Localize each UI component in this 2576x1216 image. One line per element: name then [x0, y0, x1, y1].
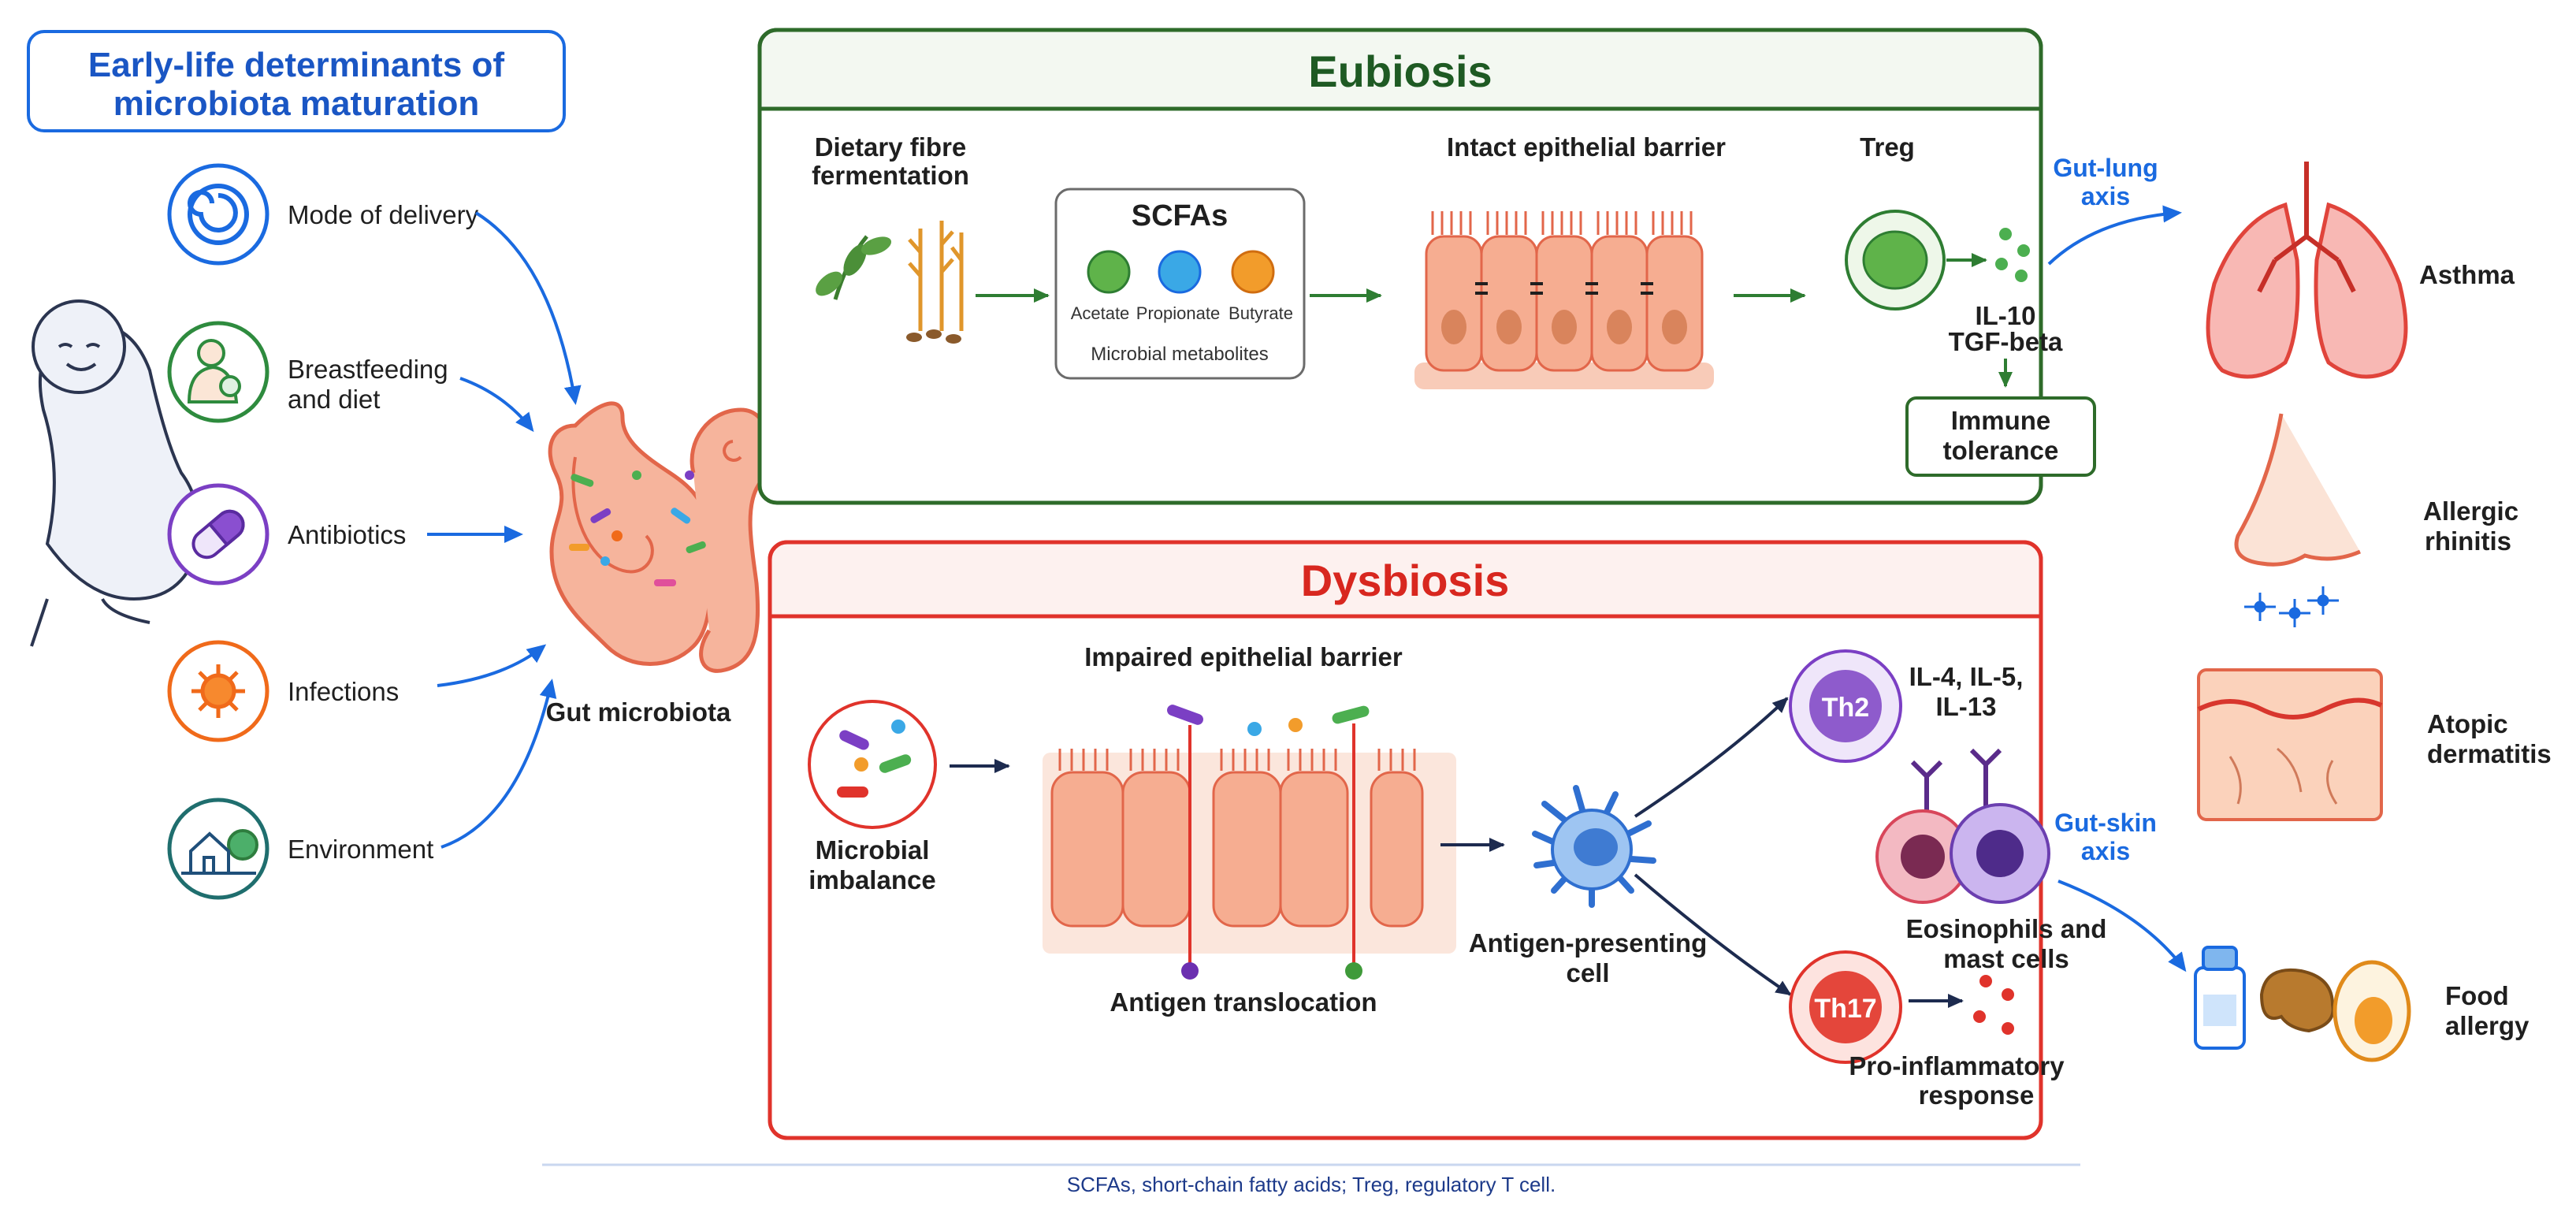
apc-line-2: cell [1566, 958, 1609, 987]
determinant-breastfeeding: Breastfeeding and diet [167, 321, 448, 423]
cytokine-line-2: TGF-beta [1949, 327, 2063, 356]
translocation-label: Antigen translocation [1110, 987, 1377, 1017]
determinant-label: Antibiotics [288, 520, 406, 549]
disease-atopic-dermatitis: Atopic dermatitis [2197, 668, 2552, 821]
scfa-caption: Microbial metabolites [1091, 344, 1268, 365]
disease-food-allergy: Food allergy [2194, 946, 2530, 1062]
scfa-box: SCFAs Acetate Propionate Butyrate Microb… [1054, 188, 1306, 380]
determinant-label: Environment [288, 835, 433, 864]
intact-barrier-label: Intact epithelial barrier [1447, 132, 1726, 162]
imbalance-line-2: imbalance [808, 865, 935, 894]
impaired-epithelial-barrier [1043, 705, 1456, 980]
determinant-arrows [427, 211, 582, 849]
house-tree-icon [181, 829, 258, 875]
determinant-label: Breastfeeding [288, 355, 448, 384]
disease-allergic-rhinitis: Allergic rhinitis [2234, 413, 2518, 627]
disease-label: Allergic [2423, 496, 2518, 526]
disease-label-line-2: rhinitis [2425, 526, 2511, 556]
scfa-title: SCFAs [1132, 199, 1228, 232]
fibre-label-line-1: Dietary fibre [815, 132, 967, 162]
th2-label: Th2 [1822, 693, 1869, 723]
disease-label: Asthma [2419, 260, 2515, 289]
cytokine-dots [1995, 228, 2030, 282]
scfa-name: Butyrate [1229, 303, 1293, 323]
th2-cell: Th2 [1789, 649, 1902, 763]
response-line-2: response [1919, 1080, 2035, 1110]
disease-label: Food [2445, 981, 2509, 1010]
granulocytes-line-2: mast cells [1943, 944, 2069, 973]
determinant-label: Infections [288, 677, 399, 706]
treg-label: Treg [1860, 132, 1915, 162]
fibre-label-line-2: fermentation [812, 161, 969, 190]
infant-illustration [30, 299, 201, 647]
determinant-label: Mode of delivery [288, 200, 479, 229]
apc-line-1: Antigen-presenting [1469, 928, 1708, 958]
immune-tolerance-box: Immune tolerance [1905, 396, 2096, 477]
th2-cytokines-line-1: IL-4, IL-5, [1909, 662, 2024, 691]
th17-label: Th17 [1814, 994, 1876, 1024]
granulocytes-line-1: Eosinophils and [1906, 914, 2107, 943]
title-box: Early-life determinants of microbiota ma… [27, 30, 566, 132]
lungs-icon [2206, 162, 2408, 379]
spiral-icon [188, 184, 249, 245]
nose-icon [2234, 413, 2361, 627]
fibre-plants-icon [816, 221, 964, 344]
propionate-circle [1158, 250, 1202, 294]
scfa-name: Propionate [1136, 303, 1220, 323]
impaired-barrier-label: Impaired epithelial barrier [1084, 642, 1403, 671]
determinant-mode-of-delivery: Mode of delivery [167, 163, 479, 266]
eubiosis-panel: Eubiosis Dietary fibre fermentation SCFA… [757, 28, 2096, 505]
determinant-label-line-2: and diet [288, 385, 380, 414]
footnote: SCFAs, short-chain fatty acids; Treg, re… [1067, 1173, 1556, 1196]
pill-icon [191, 509, 245, 560]
food-icon [2194, 946, 2411, 1062]
determinant-environment: Environment [167, 798, 433, 900]
mother-baby-icon [187, 339, 241, 403]
skin-icon [2197, 668, 2383, 821]
intact-epithelial-barrier [1414, 211, 1714, 389]
disease-label-line-2: allergy [2445, 1011, 2530, 1040]
treg-cell [1845, 210, 1946, 311]
dysbiosis-panel: Dysbiosis Microbial imbalance Impaired e… [768, 540, 2107, 1140]
skin-axis-line-2: axis [2081, 837, 2130, 865]
scfa-name: Acetate [1071, 303, 1130, 323]
lung-axis-line-1: Gut-lung [2053, 154, 2158, 182]
antigen-presenting-cell [1532, 785, 1656, 908]
disease-asthma: Asthma [2206, 162, 2515, 379]
disease-label: Atopic [2427, 709, 2508, 738]
tolerance-line-2: tolerance [1943, 436, 2059, 465]
th17-cell: Th17 [1789, 950, 1902, 1064]
title-line-2: microbiota maturation [113, 84, 480, 123]
response-line-1: Pro-inflammatory [1849, 1051, 2065, 1080]
gut-skin-axis: Gut-skin axis [2054, 809, 2187, 972]
determinant-infections: Infections [167, 640, 399, 742]
eosinophils-mast-cells [1875, 748, 2050, 904]
pro-inflammatory-dots [1973, 975, 2014, 1035]
tolerance-line-1: Immune [1951, 406, 2051, 435]
gut-microbiota-label: Gut microbiota [546, 697, 731, 727]
title-line-1: Early-life determinants of [88, 46, 504, 84]
skin-axis-line-1: Gut-skin [2054, 809, 2157, 837]
determinant-antibiotics: Antibiotics [167, 483, 406, 586]
virus-icon [191, 664, 245, 718]
microbial-imbalance-icon [808, 700, 937, 829]
gut-illustration: Gut microbiota [546, 401, 771, 727]
lung-axis-line-2: axis [2081, 182, 2130, 210]
eubiosis-title: Eubiosis [1308, 46, 1492, 96]
imbalance-line-1: Microbial [816, 835, 930, 865]
disease-label-line-2: dermatitis [2427, 739, 2552, 768]
dysbiosis-title: Dysbiosis [1301, 556, 1510, 605]
gut-lung-axis: Gut-lung axis [2047, 154, 2182, 266]
acetate-circle [1087, 250, 1131, 294]
butyrate-circle [1231, 250, 1275, 294]
th2-cytokines-line-2: IL-13 [1935, 692, 1996, 721]
cytokine-line-1: IL-10 [1975, 301, 2035, 330]
